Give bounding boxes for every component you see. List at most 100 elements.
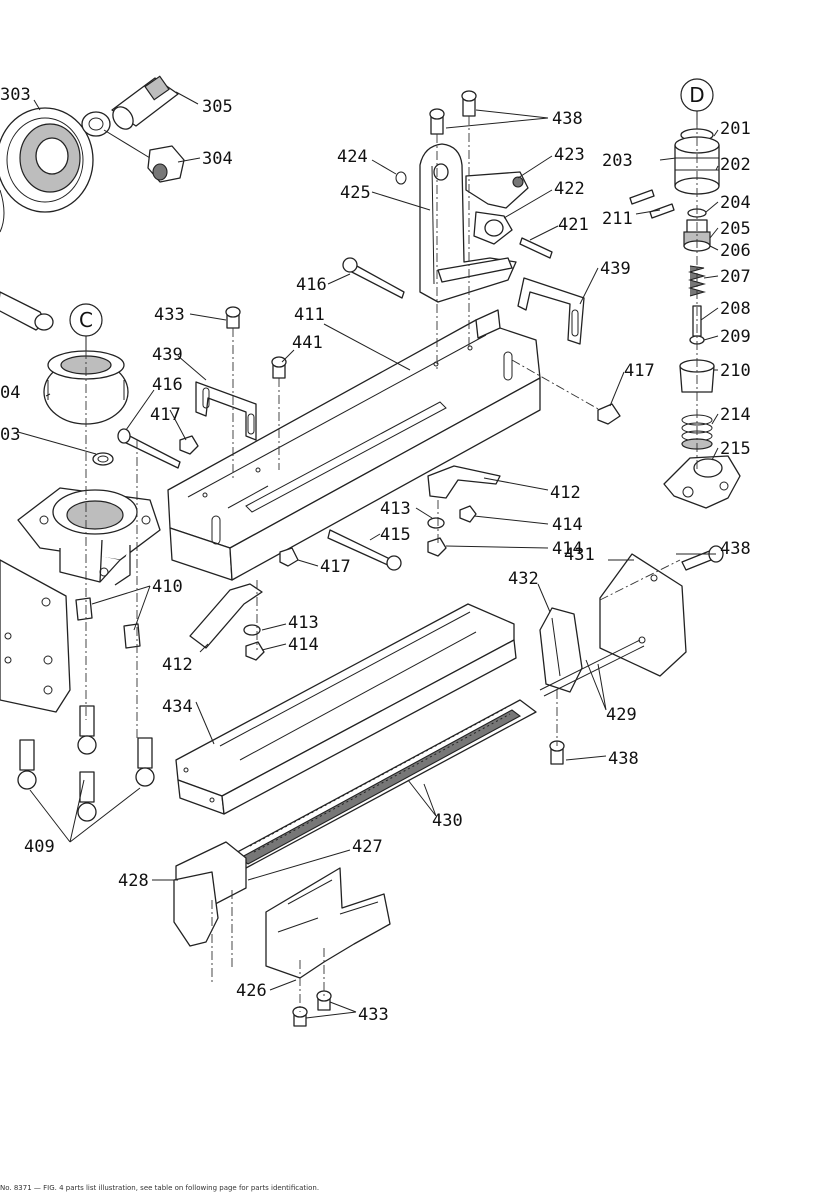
callout-410: 410 bbox=[152, 577, 183, 597]
callout-414-right-a: 414 bbox=[552, 515, 583, 535]
part-415-pin bbox=[327, 529, 402, 571]
part-429-rods bbox=[539, 639, 645, 697]
callout-413-left: 413 bbox=[288, 613, 319, 633]
callout-04: 04 bbox=[0, 383, 20, 403]
callout-412-left: 412 bbox=[162, 655, 193, 675]
part-303-wheel-housing bbox=[0, 107, 94, 233]
detail-marker-d: D bbox=[680, 78, 714, 125]
callout-305: 305 bbox=[202, 97, 233, 117]
callout-206: 206 bbox=[720, 241, 751, 261]
callout-215: 215 bbox=[720, 439, 751, 459]
part-431-end-bracket bbox=[599, 553, 687, 677]
callout-414-right-b: 414 bbox=[552, 539, 583, 559]
callout-439-left: 439 bbox=[152, 345, 183, 365]
part-426-bracket bbox=[265, 867, 391, 979]
part-412-plate-left bbox=[189, 583, 263, 649]
part-423-clamp bbox=[465, 171, 529, 209]
callout-434: 434 bbox=[162, 697, 193, 717]
part-433-bottom-screws bbox=[292, 990, 332, 1027]
part-424-clip bbox=[395, 171, 407, 185]
part-413-414-right bbox=[427, 505, 477, 557]
part-411-main-rail bbox=[167, 309, 541, 581]
callout-417-right: 417 bbox=[624, 361, 655, 381]
callout-417-left: 417 bbox=[150, 405, 181, 425]
part-416-pin-top bbox=[342, 257, 405, 299]
part-417-nuts bbox=[179, 403, 621, 567]
part-side-plate-left bbox=[0, 559, 71, 713]
callout-433-bottom: 433 bbox=[358, 1005, 389, 1025]
callout-429: 429 bbox=[606, 705, 637, 725]
callout-209: 209 bbox=[720, 327, 751, 347]
callout-416-left: 416 bbox=[152, 375, 183, 395]
part-211-pins bbox=[629, 189, 675, 219]
detail-marker-d-label: D bbox=[689, 83, 704, 107]
part-washer-403 bbox=[92, 452, 114, 466]
part-428-pusher bbox=[173, 871, 219, 947]
part-base-flange bbox=[17, 487, 161, 586]
callout-438-top: 438 bbox=[552, 109, 583, 129]
callout-415: 415 bbox=[380, 525, 411, 545]
part-small-bolt-left bbox=[0, 291, 54, 331]
part-434-rail bbox=[175, 603, 517, 815]
callout-438-low: 438 bbox=[608, 749, 639, 769]
callout-03: 03 bbox=[0, 425, 20, 445]
callout-433-top: 433 bbox=[154, 305, 185, 325]
callout-214: 214 bbox=[720, 405, 751, 425]
callout-428: 428 bbox=[118, 871, 149, 891]
callout-303: 303 bbox=[0, 85, 31, 105]
part-413-414-left bbox=[243, 624, 265, 661]
callout-205: 205 bbox=[720, 219, 751, 239]
callout-422: 422 bbox=[554, 179, 585, 199]
part-416-pin-left bbox=[117, 428, 181, 469]
callout-427: 427 bbox=[352, 837, 383, 857]
part-412-plate-right bbox=[427, 465, 501, 499]
callout-439-right: 439 bbox=[600, 259, 631, 279]
callout-labels: 303 305 304 438 424 425 423 422 421 439 … bbox=[0, 85, 751, 1025]
part-215-housing bbox=[663, 455, 741, 509]
callout-438-right: 438 bbox=[720, 539, 751, 559]
callout-423: 423 bbox=[554, 145, 585, 165]
callout-431: 431 bbox=[564, 545, 595, 565]
part-438-top-screws bbox=[429, 90, 477, 135]
part-305-fitting bbox=[111, 75, 179, 130]
part-433-441-screws bbox=[225, 306, 287, 379]
callout-409: 409 bbox=[24, 837, 55, 857]
callout-202: 202 bbox=[720, 155, 751, 175]
part-439-bracket-left bbox=[195, 381, 257, 441]
callout-411: 411 bbox=[294, 305, 325, 325]
part-304-cap-and-cord bbox=[81, 111, 185, 183]
callout-417-mid: 417 bbox=[320, 557, 351, 577]
callout-426: 426 bbox=[236, 981, 267, 1001]
callout-414-left: 414 bbox=[288, 635, 319, 655]
part-421-pin bbox=[519, 237, 553, 259]
callout-432: 432 bbox=[508, 569, 539, 589]
part-410-clips bbox=[75, 597, 141, 649]
part-425-upright-bracket bbox=[419, 143, 517, 303]
callout-208: 208 bbox=[720, 299, 751, 319]
callout-413-right: 413 bbox=[380, 499, 411, 519]
callout-416-top: 416 bbox=[296, 275, 327, 295]
callout-304: 304 bbox=[202, 149, 233, 169]
callout-424: 424 bbox=[337, 147, 368, 167]
detail-marker-c: C bbox=[69, 303, 103, 352]
callout-203: 203 bbox=[602, 151, 633, 171]
footer-caption: No. 8371 — FIG. 4 parts list illustratio… bbox=[0, 1184, 320, 1192]
callout-441: 441 bbox=[292, 333, 323, 353]
part-409-screws bbox=[17, 705, 155, 822]
part-207-spring bbox=[687, 265, 707, 297]
callout-210: 210 bbox=[720, 361, 751, 381]
detail-marker-c-label: C bbox=[79, 308, 93, 332]
callout-412-right: 412 bbox=[550, 483, 581, 503]
callout-207: 207 bbox=[720, 267, 751, 287]
part-439-bracket-right bbox=[517, 277, 585, 345]
part-432-guide bbox=[539, 607, 583, 693]
callout-201: 201 bbox=[720, 119, 751, 139]
leader-lines bbox=[17, 91, 719, 1019]
callout-425: 425 bbox=[340, 183, 371, 203]
callout-421: 421 bbox=[558, 215, 589, 235]
callout-211: 211 bbox=[602, 209, 633, 229]
callout-204: 204 bbox=[720, 193, 751, 213]
part-422-lever bbox=[473, 211, 513, 245]
callout-430: 430 bbox=[432, 811, 463, 831]
